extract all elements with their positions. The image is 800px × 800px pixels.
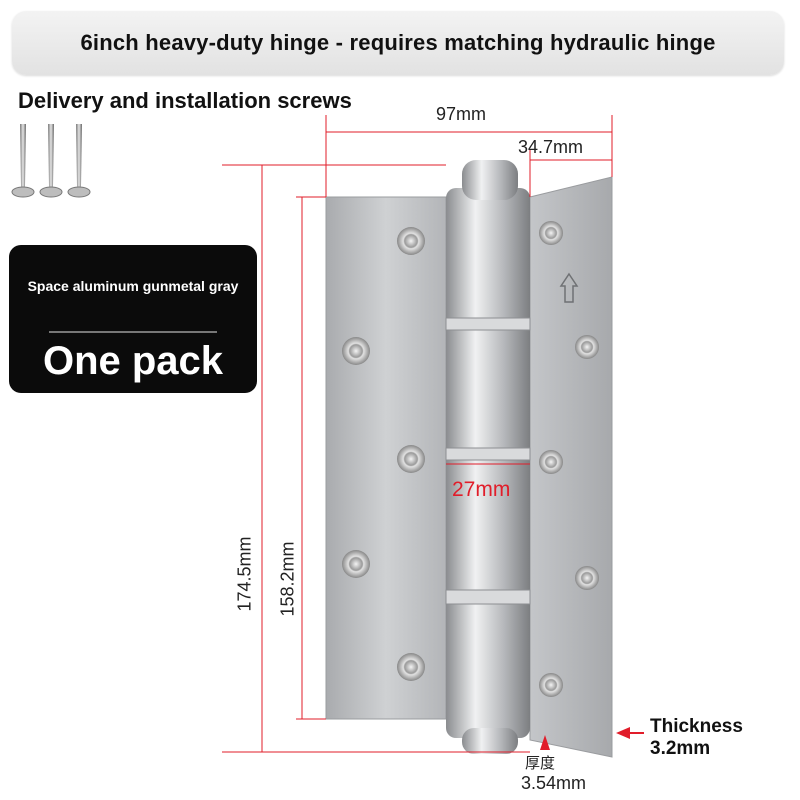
width-total-label: 97mm [436,104,487,124]
pack-label: One pack [42,339,224,383]
leaf-width-label: 34.7mm [518,137,584,157]
screw-hole [575,335,599,359]
screw-hole [342,550,370,578]
screw-hole [397,227,425,255]
gap-arrow-icon [540,735,550,750]
gap-label-cn: 厚度 [525,754,556,772]
barrel-cap-bottom [462,728,518,754]
up-arrow-icon [559,272,579,303]
title-banner: 6inch heavy-duty hinge - requires matchi… [12,11,784,75]
banner-title: 6inch heavy-duty hinge - requires matchi… [80,30,716,55]
screws-icon [11,124,91,198]
screw-hole [342,337,370,365]
barrel-ring [445,447,531,461]
screw-hole [539,450,563,474]
left-leaf [325,196,447,720]
thickness-arrow-icon [616,727,630,739]
height-total-label: 174.5mm [234,536,255,612]
screw-hole [397,653,425,681]
barrel-diameter-label: 27mm [452,478,511,501]
barrel-ring [445,589,531,605]
thickness-value: 3.2mm [650,738,711,759]
gap-value-label: 3.54mm [521,773,587,793]
barrel-ring [445,317,531,331]
panel-divider [49,331,217,333]
screw-hole [539,673,563,697]
screw-hole [397,445,425,473]
color-label: Space aluminum gunmetal gray [27,278,239,294]
delivery-label: Delivery and installation screws [18,88,352,113]
height-leaf-label: 158.2mm [277,541,298,617]
screw-hole [575,566,599,590]
variant-panel: Space aluminum gunmetal gray One pack [9,245,257,393]
screw-hole [539,221,563,245]
barrel [446,188,530,738]
barrel-cap-top [462,160,518,200]
dimension-lines [222,115,613,753]
thickness-block: Thickness 3.2mm [650,716,743,760]
thickness-label: Thickness [650,716,743,737]
